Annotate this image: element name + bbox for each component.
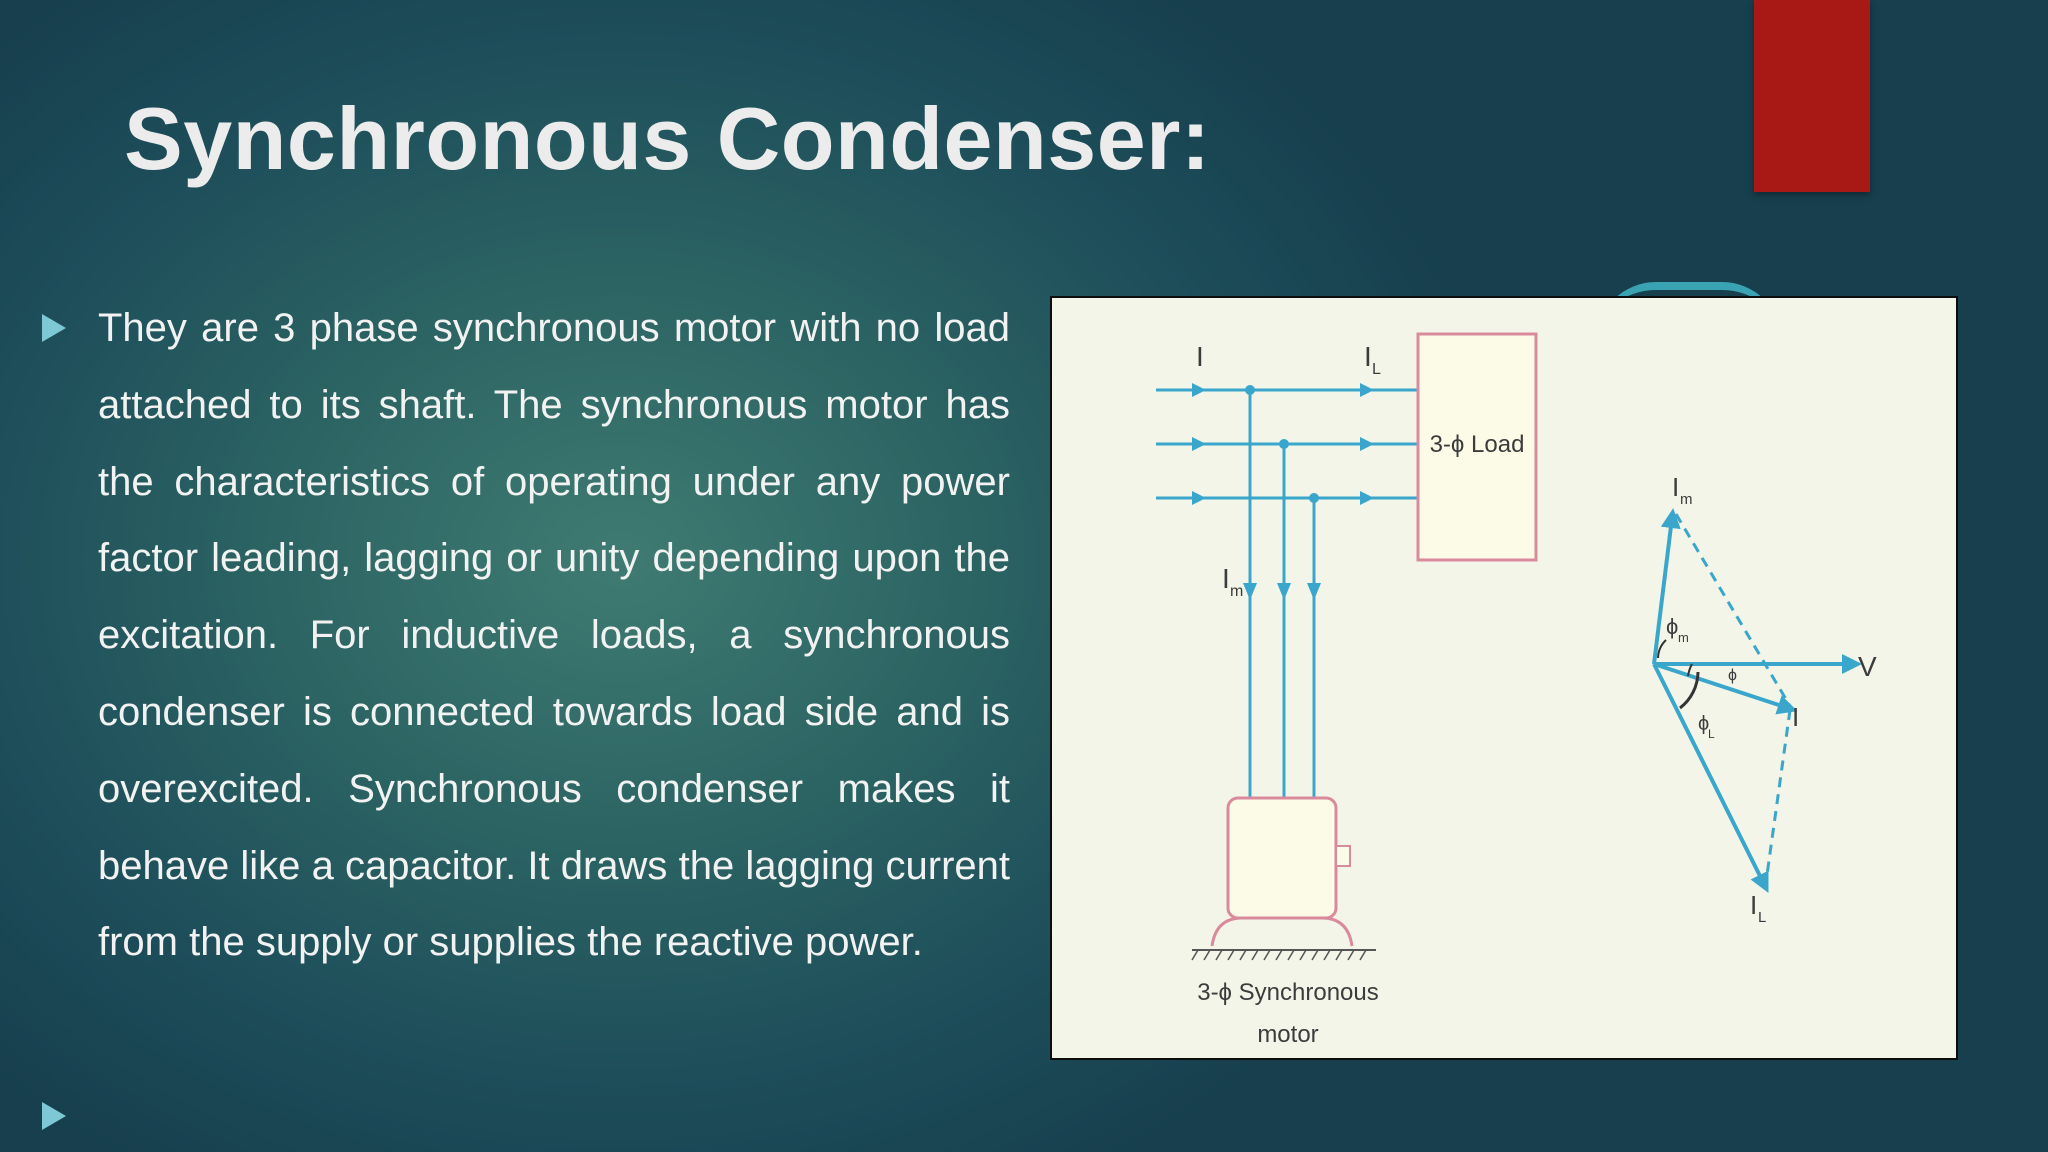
current-i-label: I: [1196, 341, 1204, 372]
motor-label-line2: motor: [1257, 1021, 1318, 1048]
slide-title: Synchronous Condenser:: [124, 89, 1211, 188]
angle-phi-label: ϕ: [1728, 667, 1737, 684]
decorative-red-bar: [1754, 0, 1870, 192]
angle-phil-label: ϕ: [1698, 713, 1709, 735]
phasor-il-label: I: [1750, 890, 1757, 920]
load-label: 3-ϕ Load: [1430, 431, 1525, 458]
decorative-arc: [1596, 282, 1782, 342]
angle-phim-subscript: m: [1678, 630, 1689, 645]
bullet-text: They are 3 phase synchronous motor with …: [98, 306, 1010, 965]
current-im-subscript: m: [1230, 583, 1243, 600]
phasor-il-subscript: L: [1758, 909, 1766, 926]
phasor-im-subscript: m: [1680, 491, 1693, 508]
motor-base: [1210, 916, 1354, 947]
empty-bullet-arrow-icon: [42, 1102, 66, 1130]
motor-taps: [1248, 390, 1316, 836]
current-il-subscript: L: [1372, 361, 1381, 378]
angle-phil-subscript: L: [1708, 727, 1715, 741]
current-im-label: I: [1222, 563, 1230, 594]
load-box: [1416, 332, 1538, 562]
motor-shaft: [1335, 845, 1351, 867]
motor-body: [1226, 796, 1338, 920]
bullet-arrow-icon: [42, 314, 66, 342]
synchronous-condenser-diagram: 3-ϕ Load 3-ϕ Synchronous motor I I L I m: [1050, 296, 1958, 1060]
phasor-v-label: V: [1858, 651, 1877, 682]
phasor-i-label: I: [1792, 702, 1799, 732]
phasor-im-label: I: [1672, 472, 1679, 502]
circuit-and-phasor-svg: 3-ϕ Load 3-ϕ Synchronous motor I I L I m: [1156, 332, 1877, 1048]
current-il-label: I: [1364, 341, 1372, 372]
ground-hatch: [1191, 949, 1367, 961]
junction-dots: [1243, 385, 1321, 841]
angle-phim-label: ϕ: [1666, 614, 1678, 639]
phasor-diagram: [1652, 508, 1862, 893]
line-arrow-icons: [1192, 383, 1374, 505]
motor-label-line1: 3-ϕ Synchronous: [1197, 979, 1379, 1006]
